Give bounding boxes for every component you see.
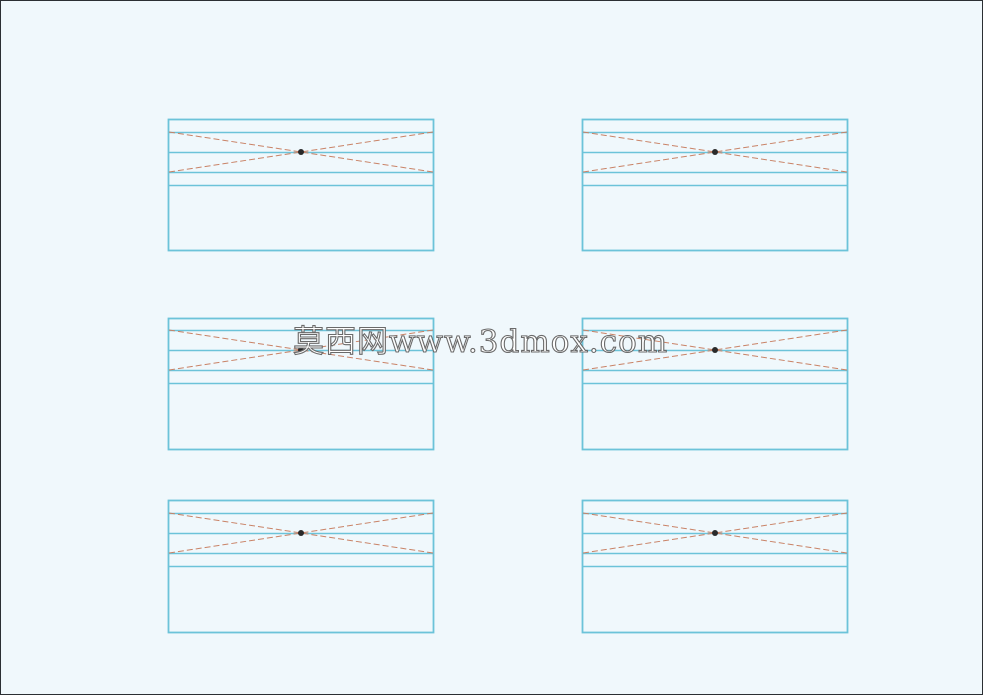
center-point-dot [298,530,304,536]
window-panel-1 [167,118,435,252]
center-point-dot [712,149,718,155]
window-panel-5 [167,499,435,634]
window-panel-2 [581,118,849,252]
watermark-text: 莫西网www.3dmox.com [292,324,669,360]
window-panel-4 [581,317,849,451]
window-panel-6 [581,499,849,634]
panel-group [167,118,849,634]
center-point-dot [298,347,304,353]
center-point-dot [712,530,718,536]
center-point-dot [298,149,304,155]
window-panel-3 [167,317,435,451]
center-point-dot [712,347,718,353]
